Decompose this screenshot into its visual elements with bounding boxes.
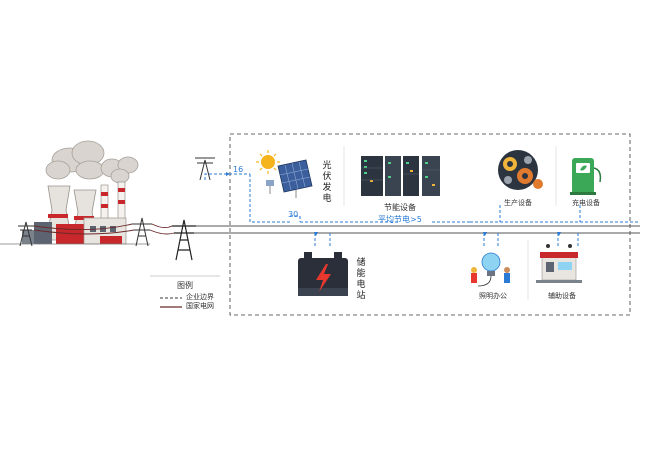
- sun-icon: [256, 150, 280, 174]
- pylon-3: [172, 219, 196, 261]
- legend-boundary-label: 企业边界: [186, 293, 214, 301]
- office-label: 照明办公: [479, 292, 507, 300]
- smoke-clouds: [45, 140, 139, 184]
- charger-icon: [570, 158, 602, 195]
- storage-label: 储能电站: [356, 258, 366, 301]
- main-bus: [194, 225, 640, 234]
- energy-saving-label: 节能设备: [384, 203, 416, 212]
- grid-wires: [33, 223, 175, 235]
- production-label: 生产设备: [504, 199, 532, 207]
- charging-label: 充电设备: [572, 199, 600, 207]
- light-bulb-icon: [471, 252, 510, 287]
- legend-grid-label: 国家电网: [186, 302, 214, 310]
- avg-saving-label: 平均节电>5: [378, 215, 422, 224]
- pylon-4: [195, 157, 215, 181]
- legend: [150, 275, 220, 308]
- flow-arrows: [226, 172, 561, 236]
- flow-lines: [204, 173, 640, 246]
- pylon-2: [132, 217, 152, 247]
- enterprise-boundary: [229, 133, 631, 316]
- value-16-label: 16: [233, 165, 244, 174]
- pv-label: 光伏发电: [322, 161, 332, 204]
- gear-icon: [498, 150, 543, 190]
- auxiliary-equipment-icon: [536, 244, 582, 283]
- power-plant: [0, 181, 150, 245]
- pylon-1: [18, 221, 34, 247]
- legend-title: 图例: [177, 281, 193, 290]
- server-rack-icon: [361, 156, 440, 196]
- value-30-label: 30: [288, 210, 299, 219]
- auxiliary-label: 辅助设备: [548, 292, 576, 300]
- battery-icon: [298, 252, 348, 296]
- solar-panel-icon: [266, 159, 313, 198]
